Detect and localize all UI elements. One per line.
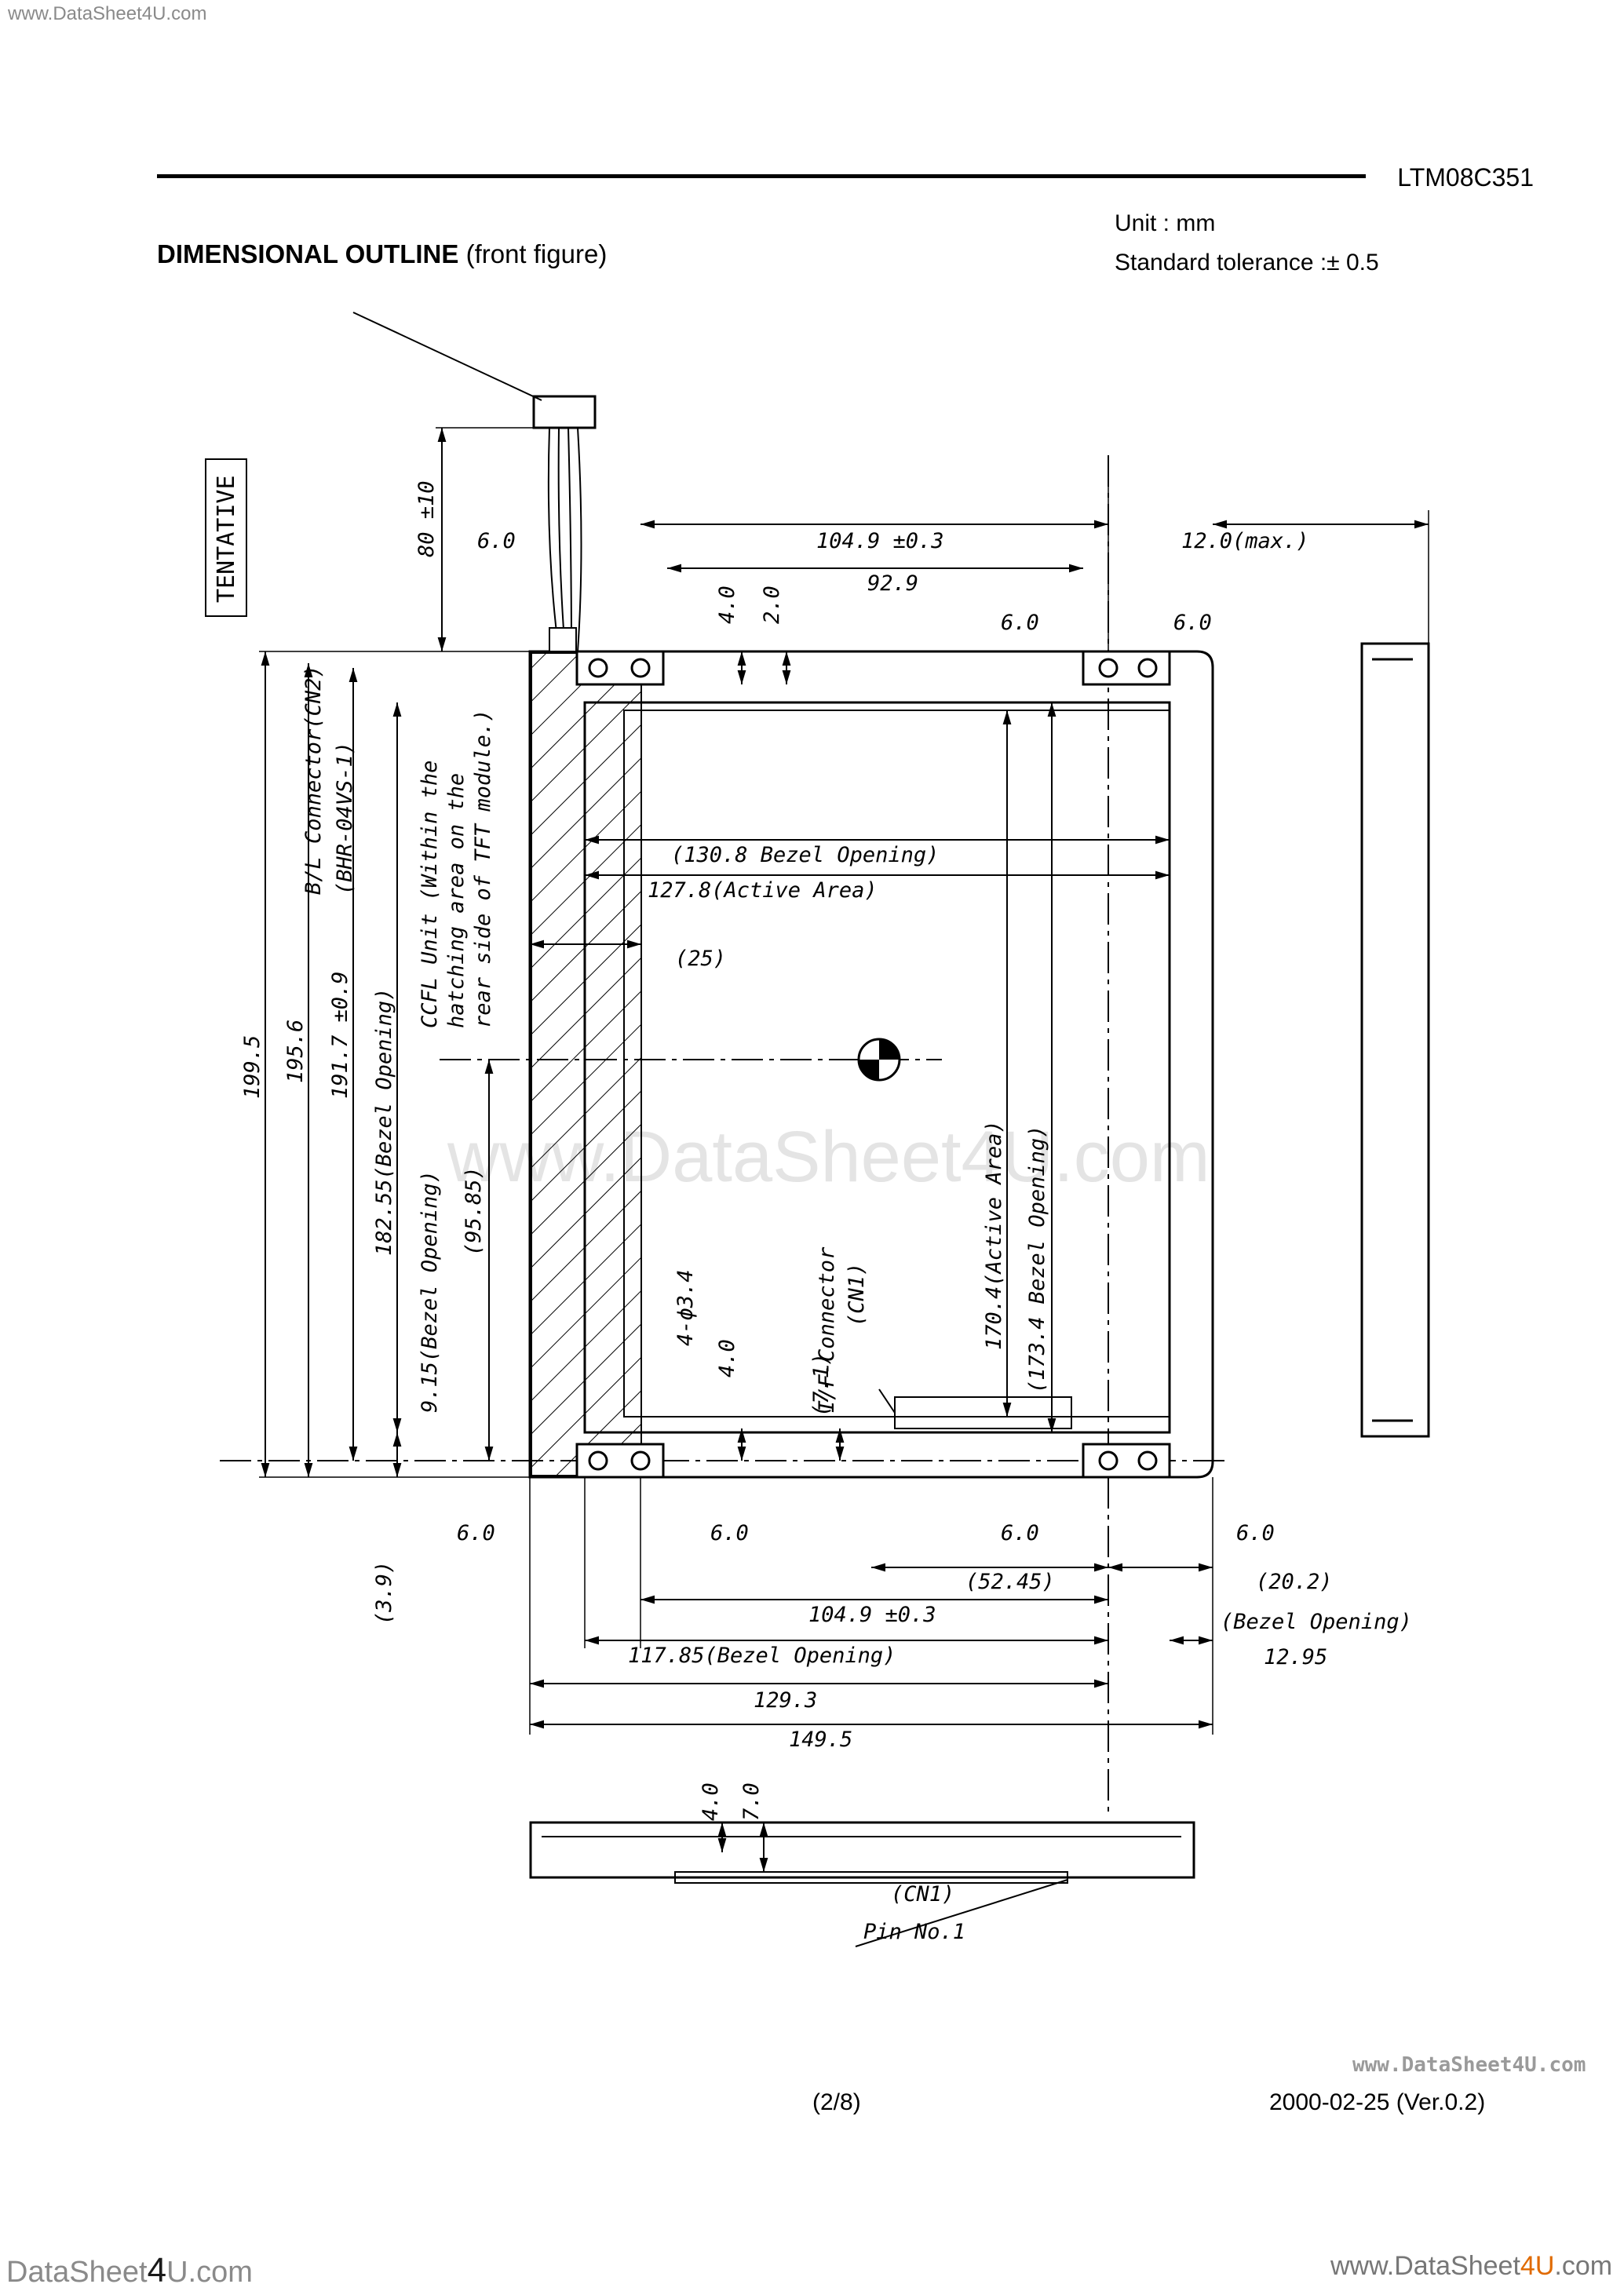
side-view (1360, 642, 1430, 1438)
dim-6-0-top-left: 6.0 (477, 529, 516, 553)
width-total-label: 149.5 (789, 1728, 852, 1752)
width-body-label: 129.3 (754, 1688, 817, 1713)
bottom-offset-label: (3.9) (372, 1561, 396, 1625)
bezel-width-inner-label: (130.8 Bezel Opening) (671, 843, 939, 867)
pin-leader (855, 1879, 1068, 1947)
hole-pitch-top-label: 104.9 ±0.3 (816, 529, 944, 553)
tentative-stamp: TENTATIVE (205, 458, 247, 617)
tentative-label: TENTATIVE (213, 475, 240, 603)
bl-cable (532, 395, 597, 652)
mounting-holes (575, 650, 1171, 1479)
offset-52-45-label: (52.45) (965, 1570, 1055, 1594)
section-title-rest: (front figure) (465, 239, 608, 268)
bezel-height-inner-label: (173.4 Bezel Opening) (1025, 1126, 1049, 1393)
bl-connector-leader (352, 312, 542, 401)
dim-6-0-bottom-a: 6.0 (457, 1521, 495, 1545)
dim-4-0-bottom: 4.0 (699, 1782, 723, 1821)
height-total-label: 199.5 (240, 1035, 265, 1099)
ccfl-note-line3: rear side of TFT module.) (471, 710, 495, 1028)
dim-6-0-top-right: 6.0 (1173, 611, 1212, 635)
height-body-label: 195.6 (283, 1020, 308, 1083)
bl-connector-part-label: (BHR-04VS-1) (333, 742, 357, 895)
offset-25-label: (25) (675, 947, 726, 971)
page-number: (2/8) (812, 2089, 861, 2115)
dim-7-0-label: 7.0 (739, 1782, 764, 1821)
part-number: LTM08C351 (1397, 163, 1534, 192)
footer-brand-left-b: 4 (147, 2251, 167, 2290)
hole-pitch-bottom-label: 104.9 ±0.3 (808, 1603, 936, 1627)
ccfl-note-line2: hatching area on the (444, 773, 469, 1028)
unit-label: Unit : mm (1115, 210, 1216, 236)
if-connector-label: I/F-Connector (815, 1246, 839, 1413)
footer-brand-left-c: U.com (166, 2256, 253, 2289)
dim-6-0-top-mid: 6.0 (1001, 611, 1039, 635)
footer-brand-right-a: www.DataSheet (1330, 2251, 1520, 2281)
dim-6-0-bottom-b: 6.0 (710, 1521, 749, 1545)
cn1-bottom-label: (CN1) (891, 1882, 954, 1906)
depth-max-label: 12.0(max.) (1181, 529, 1309, 553)
cn1-label: (CN1) (845, 1263, 869, 1326)
footer-brand-left[interactable]: DataSheet4U.com (6, 2251, 253, 2290)
header-rule (157, 174, 1366, 178)
pin-no-1-label: Pin No.1 (863, 1920, 965, 1944)
if-connector-outline (894, 1396, 1072, 1429)
hole-spec-label: 4-ϕ3.4 (673, 1269, 698, 1346)
offset-20-2-label: (20.2) (1256, 1570, 1333, 1594)
dim-7-1-label: (7.1) (809, 1353, 834, 1417)
dim-4-0-lower: 4.0 (715, 1339, 739, 1377)
horizontal-labels: 104.9 ±0.3 92.9 6.0 6.0 6.0 12.0(max.) (… (457, 529, 1412, 1944)
bezel-height-offset-label: 9.15(Bezel Opening) (418, 1170, 442, 1413)
dim-4-0-upper: 4.0 (715, 586, 739, 624)
active-width-label: 127.8(Active Area) (648, 878, 878, 903)
center-mark (857, 1038, 901, 1082)
extension-lines (259, 427, 1429, 1735)
section-title: DIMENSIONAL OUTLINE (front figure) (157, 239, 607, 269)
vertical-labels: B/L Connector(CN2) (BHR-04VS-1) 80 ±10 1… (240, 480, 1049, 1821)
footer-brand-left-a: DataSheet (6, 2256, 148, 2289)
active-height-label: 170.4(Active Area) (982, 1120, 1006, 1350)
vertical-dimensions (261, 428, 1057, 1872)
footer-brand-right-c: .com (1554, 2251, 1613, 2281)
date-version: 2000-02-25 (Ver.0.2) (1269, 2089, 1486, 2115)
if-connector-leader (878, 1388, 896, 1414)
bl-connector-label: B/L Connector(CN2) (301, 665, 326, 895)
top-notch-label: 92.9 (867, 571, 918, 596)
ccfl-note-line1: CCFL Unit (Within the (418, 761, 442, 1028)
bottom-view (529, 1821, 1195, 1884)
footer-watermark: www.DataSheet4U.com (1352, 2053, 1586, 2077)
dim-6-0-bottom-d: 6.0 (1236, 1521, 1275, 1545)
tolerance-label: Standard tolerance :± 0.5 (1115, 250, 1379, 275)
dim-6-0-bottom-c: 6.0 (1001, 1521, 1039, 1545)
horizontal-dimensions (530, 520, 1429, 1729)
cable-length-label: 80 ±10 (414, 480, 439, 557)
offset-12-95-note: (Bezel Opening) (1221, 1610, 1412, 1634)
height-holes-label: 191.7 ±0.9 (328, 971, 352, 1099)
offset-12-95-label: 12.95 (1264, 1645, 1327, 1669)
dim-2-0-label: 2.0 (760, 586, 784, 624)
section-title-bold: DIMENSIONAL OUTLINE (157, 239, 459, 268)
ccfl-hatch-area (531, 652, 642, 1476)
top-site-url[interactable]: www.DataSheet4U.com (8, 3, 207, 24)
footer-brand-right-b: 4U (1520, 2251, 1555, 2281)
footer-brand-right[interactable]: www.DataSheet4U.com (1330, 2251, 1612, 2282)
center-offset-label: (95.85) (462, 1166, 486, 1256)
bezel-width-label: 117.85(Bezel Opening) (628, 1644, 896, 1668)
bezel-height-label: 182.55(Bezel Opening) (372, 988, 396, 1256)
